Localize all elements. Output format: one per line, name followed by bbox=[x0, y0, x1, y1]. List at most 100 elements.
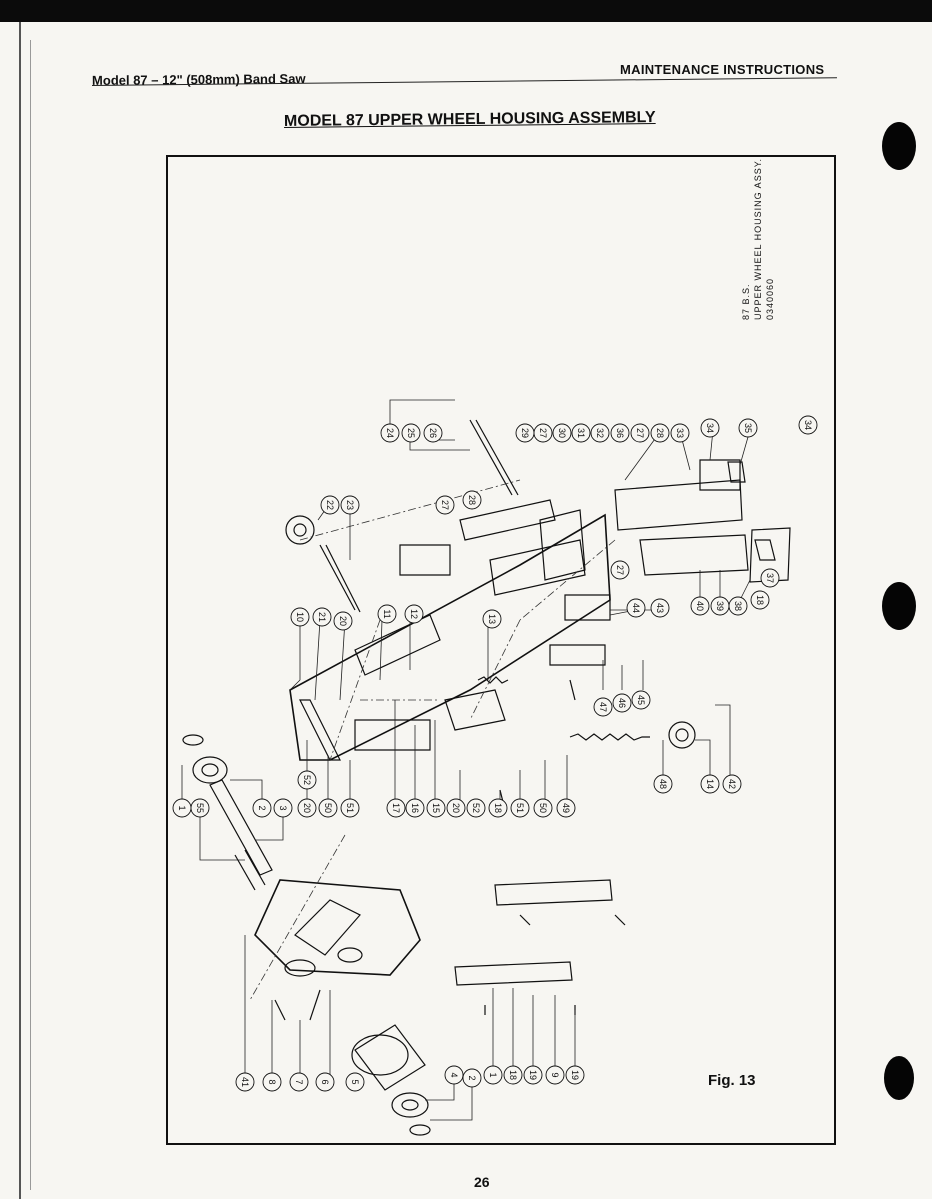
part-callout: 50 bbox=[533, 798, 553, 818]
part-callout-number: 42 bbox=[727, 779, 737, 789]
part-callout-number: 31 bbox=[576, 428, 586, 438]
part-callout: 4 bbox=[444, 1065, 464, 1085]
side-label-line2: UPPER WHEEL HOUSING ASSY. bbox=[753, 157, 763, 320]
part-callout-number: 18 bbox=[493, 803, 503, 813]
part-callout-number: 43 bbox=[655, 603, 665, 613]
part-callout-number: 41 bbox=[240, 1077, 250, 1087]
part-callout-number: 6 bbox=[320, 1079, 330, 1084]
part-callout: 20 bbox=[297, 798, 317, 818]
part-callout: 40 bbox=[690, 596, 710, 616]
part-callout-number: 55 bbox=[195, 803, 205, 813]
part-callout-number: 33 bbox=[675, 428, 685, 438]
part-callout: 27 bbox=[435, 495, 455, 515]
part-callout-number: 26 bbox=[428, 428, 438, 438]
part-callout: 2 bbox=[252, 798, 272, 818]
part-callout-number: 51 bbox=[345, 803, 355, 813]
part-callout: 7 bbox=[289, 1072, 309, 1092]
binding-rule bbox=[19, 22, 21, 1199]
part-callout-number: 20 bbox=[302, 803, 312, 813]
part-callout-number: 20 bbox=[338, 616, 348, 626]
part-callout: 38 bbox=[728, 596, 748, 616]
part-callout-number: 52 bbox=[471, 803, 481, 813]
part-callout: 27 bbox=[610, 560, 630, 580]
part-callout-number: 25 bbox=[406, 428, 416, 438]
part-callout: 13 bbox=[482, 609, 502, 629]
part-callout-number: 13 bbox=[487, 614, 497, 624]
part-callout: 52 bbox=[297, 770, 317, 790]
part-callout: 31 bbox=[571, 423, 591, 443]
part-callout-number: 22 bbox=[325, 500, 335, 510]
part-callout: 18 bbox=[750, 590, 770, 610]
part-callout: 45 bbox=[631, 690, 651, 710]
part-callout: 42 bbox=[722, 774, 742, 794]
part-callout-number: 37 bbox=[765, 573, 775, 583]
part-callout-number: 34 bbox=[705, 423, 715, 433]
part-callout-number: 4 bbox=[449, 1072, 459, 1077]
part-callout: 24 bbox=[380, 423, 400, 443]
part-callout: 9 bbox=[545, 1065, 565, 1085]
part-callout-number: 21 bbox=[317, 612, 327, 622]
part-callout-number: 11 bbox=[382, 609, 392, 618]
part-callout: 28 bbox=[650, 423, 670, 443]
part-callout: 10 bbox=[290, 607, 310, 627]
part-callout: 19 bbox=[523, 1065, 543, 1085]
part-callout: 48 bbox=[653, 774, 673, 794]
side-label-line1: 87 B.S. bbox=[741, 283, 751, 320]
part-callout-number: 50 bbox=[323, 803, 333, 813]
part-callout: 30 bbox=[552, 423, 572, 443]
part-callout: 47 bbox=[593, 697, 613, 717]
part-callout: 34 bbox=[798, 415, 818, 435]
part-callout: 32 bbox=[590, 423, 610, 443]
part-callout: 20 bbox=[446, 798, 466, 818]
figure-caption: Fig. 13 bbox=[708, 1072, 756, 1089]
part-callout-number: 27 bbox=[440, 500, 450, 510]
part-callout-number: 3 bbox=[278, 805, 288, 810]
part-callout-number: 23 bbox=[345, 500, 355, 510]
part-callout: 18 bbox=[488, 798, 508, 818]
part-callout-number: 1 bbox=[488, 1072, 498, 1077]
part-callout-number: 16 bbox=[410, 803, 420, 813]
part-callout: 25 bbox=[401, 423, 421, 443]
part-callout-number: 28 bbox=[467, 495, 477, 505]
part-callout-number: 35 bbox=[743, 423, 753, 433]
part-callout: 51 bbox=[510, 798, 530, 818]
part-callout: 2 bbox=[462, 1068, 482, 1088]
part-callout: 51 bbox=[340, 798, 360, 818]
part-callout-number: 50 bbox=[538, 803, 548, 813]
punch-hole-top bbox=[882, 122, 916, 170]
part-callout: 11 bbox=[377, 604, 397, 624]
part-callout-number: 17 bbox=[391, 803, 401, 813]
part-callout: 52 bbox=[466, 798, 486, 818]
part-callout-number: 40 bbox=[695, 601, 705, 611]
part-callout-number: 30 bbox=[557, 428, 567, 438]
part-callout-number: 18 bbox=[508, 1070, 518, 1080]
part-callout-number: 47 bbox=[598, 702, 608, 712]
part-callout-number: 49 bbox=[561, 803, 571, 813]
part-callout: 1 bbox=[483, 1065, 503, 1085]
part-callout-number: 2 bbox=[257, 805, 267, 810]
part-callout: 49 bbox=[556, 798, 576, 818]
part-callout-number: 44 bbox=[631, 603, 641, 613]
part-callout-number: 52 bbox=[302, 775, 312, 785]
part-callout: 50 bbox=[318, 798, 338, 818]
part-callout: 21 bbox=[312, 607, 332, 627]
part-callout-number: 20 bbox=[451, 803, 461, 813]
part-callout-number: 38 bbox=[733, 601, 743, 611]
part-callout-number: 27 bbox=[635, 428, 645, 438]
assembly-reference-label: 87 B.S. UPPER WHEEL HOUSING ASSY. 034006… bbox=[740, 158, 776, 320]
part-callout-number: 14 bbox=[705, 779, 715, 789]
margin-rule bbox=[30, 40, 31, 1190]
figure-frame bbox=[166, 155, 836, 1145]
part-callout: 29 bbox=[515, 423, 535, 443]
part-callout-number: 48 bbox=[658, 779, 668, 789]
punch-hole-middle bbox=[882, 582, 916, 630]
part-callout: 22 bbox=[320, 495, 340, 515]
part-callout-number: 19 bbox=[528, 1070, 538, 1080]
part-callout: 14 bbox=[700, 774, 720, 794]
part-callout: 17 bbox=[386, 798, 406, 818]
part-callout-number: 15 bbox=[431, 803, 441, 813]
side-label-line3: 0340060 bbox=[765, 277, 775, 320]
part-callout-number: 46 bbox=[617, 698, 627, 708]
part-callout-number: 39 bbox=[715, 601, 725, 611]
